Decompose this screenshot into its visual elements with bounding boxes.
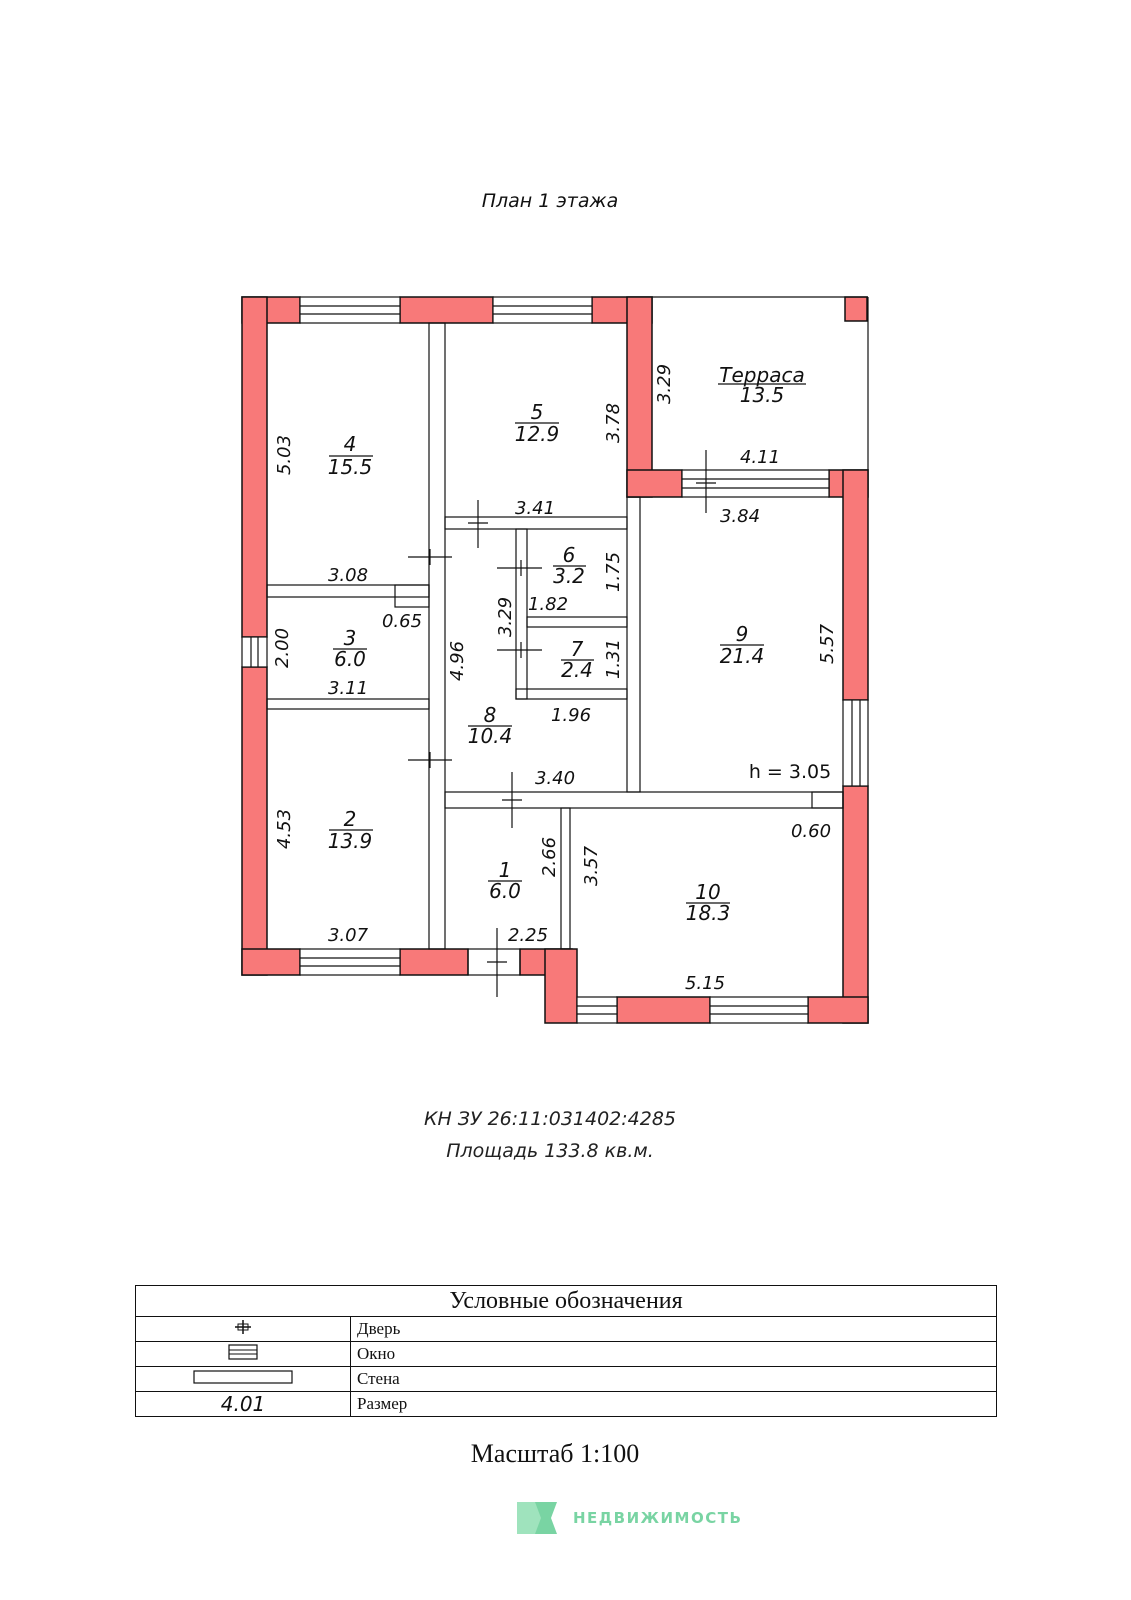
plan-title: План 1 этажа xyxy=(481,190,619,212)
dimension: 3.29 xyxy=(654,364,675,404)
dimension: 3.11 xyxy=(328,678,368,699)
dimension: 4.96 xyxy=(447,641,468,681)
room-area: 13.5 xyxy=(740,383,785,407)
room-area: 6.0 xyxy=(334,647,366,671)
dimension: 2.00 xyxy=(272,628,293,668)
cadastral-number: КН ЗУ 26:11:031402:4285 xyxy=(423,1108,677,1130)
room-number: 3 xyxy=(344,626,357,650)
wall-segment xyxy=(807,996,869,1024)
room-area: 15.5 xyxy=(328,455,373,479)
dimension: 1.82 xyxy=(528,594,568,615)
total-area: Площадь 133.8 кв.м. xyxy=(446,1140,654,1162)
window-symbol xyxy=(135,1341,351,1367)
dimension: 2.66 xyxy=(539,837,560,877)
room-area: 21.4 xyxy=(720,644,765,668)
dimension: 0.65 xyxy=(382,611,422,632)
dimension-symbol: 4.01 xyxy=(135,1391,351,1417)
dimension: 1.75 xyxy=(603,552,624,592)
wall-segment xyxy=(241,666,268,976)
room-number: 2 xyxy=(344,807,357,831)
terrace-post xyxy=(844,296,868,322)
dimension: 4.53 xyxy=(274,809,295,849)
dimension: 2.25 xyxy=(508,925,548,946)
logo-text: НЕДВИЖИМОСТЬ xyxy=(573,1509,743,1527)
dimension: 3.08 xyxy=(328,565,368,586)
legend-title: Условные обозначения xyxy=(135,1285,997,1317)
room-number: 9 xyxy=(736,622,749,646)
room-area: 13.9 xyxy=(328,829,373,853)
dimension: 3.84 xyxy=(720,506,760,527)
room-area: 3.2 xyxy=(553,564,585,588)
brand-logo: НЕДВИЖИМОСТЬ xyxy=(517,1500,742,1536)
room-labels: 4 15.5 5 12.9 Терраса 13.5 6 3.2 7 2.4 3… xyxy=(328,363,806,925)
wall-segment xyxy=(626,296,653,498)
dimension: 3.29 xyxy=(495,597,516,637)
dimension: 0.60 xyxy=(791,821,831,842)
wall-segment xyxy=(626,469,683,498)
door-symbol xyxy=(135,1316,351,1342)
dimension: 3.57 xyxy=(581,845,602,886)
room-number: 4 xyxy=(344,432,357,456)
wall-segment xyxy=(399,296,494,324)
wall-segment xyxy=(399,948,469,976)
room-area: 18.3 xyxy=(686,901,731,925)
room-number: 1 xyxy=(499,858,512,882)
wall-symbol xyxy=(135,1366,351,1392)
ceiling-height: h = 3.05 xyxy=(749,761,831,783)
room-area: 6.0 xyxy=(489,879,521,903)
wall-segment xyxy=(616,996,711,1024)
dimension: 5.15 xyxy=(685,973,725,994)
wall-segment xyxy=(842,469,869,701)
partitions xyxy=(266,296,869,976)
room-number: Терраса xyxy=(719,363,804,387)
wall-segment xyxy=(241,296,268,638)
legend-label-wall: Стена xyxy=(350,1366,997,1392)
room-number: 5 xyxy=(531,400,544,424)
room-number: 7 xyxy=(571,637,584,661)
dimension: 3.07 xyxy=(328,925,369,946)
room-area: 10.4 xyxy=(468,724,513,748)
legend-label-dimension: Размер xyxy=(350,1391,997,1417)
dimension-labels: 5.03 3.08 3.78 3.41 3.29 4.11 3.84 1.75 … xyxy=(272,364,838,994)
dimension: 3.40 xyxy=(535,768,575,789)
scale-label: Масштаб 1:100 xyxy=(470,1439,640,1468)
door-markers xyxy=(408,450,716,997)
room-number: 8 xyxy=(484,703,497,727)
dimension: 1.31 xyxy=(603,639,624,679)
room-number: 10 xyxy=(695,880,720,904)
logo-icon xyxy=(517,1502,557,1534)
dimension: 1.96 xyxy=(551,705,591,726)
room-area: 2.4 xyxy=(561,658,593,682)
dimension: 3.41 xyxy=(515,498,555,519)
windows xyxy=(241,296,869,1024)
legend-table: Условные обозначения Дверь Окно Сте xyxy=(135,1285,997,1417)
wall-segment xyxy=(842,785,869,1024)
legend-label-door: Дверь xyxy=(350,1316,997,1342)
dimension: 4.11 xyxy=(740,447,780,468)
wall-segment xyxy=(241,948,301,976)
dimension: 5.03 xyxy=(274,435,295,475)
dimension: 3.78 xyxy=(603,403,624,443)
dimension: 5.57 xyxy=(817,623,838,664)
legend-label-window: Окно xyxy=(350,1341,997,1367)
room-number: 6 xyxy=(563,543,576,567)
room-area: 12.9 xyxy=(515,422,560,446)
wall-segment xyxy=(544,948,578,1024)
